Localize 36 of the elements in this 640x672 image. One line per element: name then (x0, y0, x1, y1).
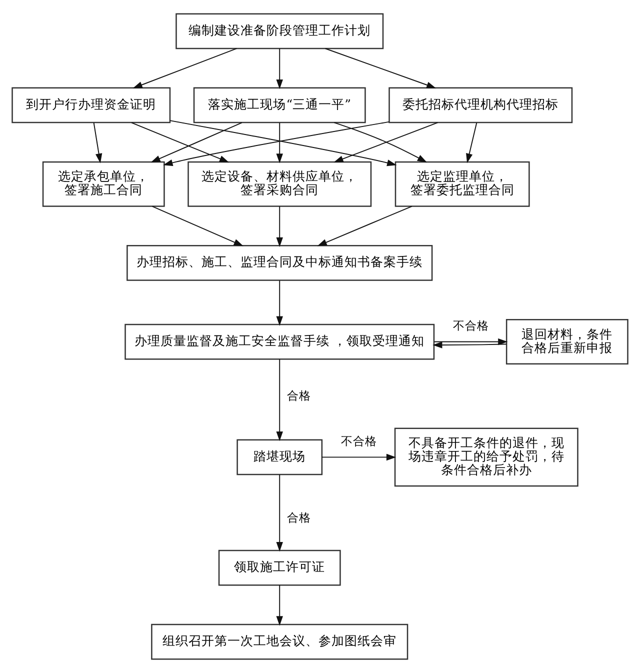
node-box: 办理招标、施工、监理合同及中标通知书备案手续 (126, 244, 433, 280)
arrow (276, 280, 283, 326)
node-box: 办理质量监督及施工安全监督手续 ，领取受理通知 (124, 323, 435, 360)
node-box: 踏堪现场 (236, 438, 323, 475)
arrow (152, 205, 244, 246)
edge-label: 合格 (286, 388, 311, 402)
node-box: 选定监理单位，签署委托监理合同 (394, 160, 530, 206)
arrow (276, 358, 283, 441)
node-box: 到开户行办理资金证明 (12, 86, 171, 123)
arrow (317, 205, 412, 246)
arrow (150, 122, 242, 162)
node-box: 落实施工现场“三通一平” (193, 86, 366, 123)
arrow (434, 338, 508, 345)
arrow (466, 122, 478, 163)
node-box: 领取施工许可证 (218, 549, 341, 586)
node-box: 选定承包单位，签署施工合同 (42, 160, 165, 206)
arrow (276, 48, 283, 89)
arrow (321, 453, 396, 460)
node-box: 组织召开第一次工地会议、参加图纸会审 (151, 623, 408, 660)
edge-label: 不合格 (341, 433, 378, 448)
arrow (276, 122, 283, 163)
arrow (324, 48, 436, 88)
node-box: 编制建设准备阶段管理工作计划 (176, 12, 384, 49)
edge-label: 合格 (286, 510, 311, 524)
arrow (276, 474, 283, 552)
arrow (276, 584, 283, 626)
node-box: 选定设备、材料供应单位，签署采购合同 (188, 160, 372, 206)
arrow (93, 122, 102, 163)
arrow (132, 48, 238, 88)
arrow (276, 205, 283, 246)
arrow (432, 341, 507, 348)
edge-label: 不合格 (452, 318, 489, 332)
node-box: 退回材料，条件合格后重新申报 (506, 318, 628, 364)
node-box: 委托招标代理机构代理招标 (388, 86, 573, 123)
arrow (131, 122, 230, 162)
node-box: 不具备开工条件的退件，现场违章开工的给予处罚，待条件合格后补办 (394, 427, 578, 486)
